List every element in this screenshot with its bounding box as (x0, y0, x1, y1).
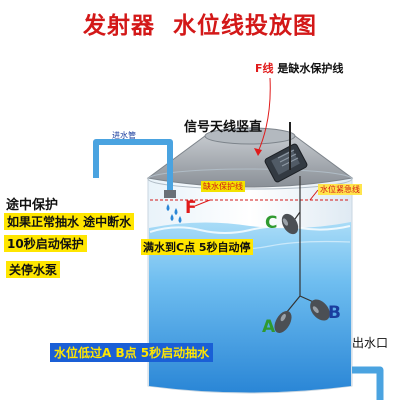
float-c (281, 213, 299, 235)
midway-protection-line3: 关停水泵 (6, 261, 61, 278)
f-line-note: F线 是缺水保护线 (255, 60, 343, 76)
point-c-label: C (265, 213, 278, 233)
float-b (310, 299, 330, 321)
outlet-pipe (352, 366, 384, 400)
diagram-title: 发射器 水位线投放图 (82, 13, 317, 39)
f-line-arrow (257, 77, 271, 153)
emergency-line-label: 水位紧急线 (318, 184, 362, 195)
point-b-label: B (328, 303, 341, 323)
f-line-prefix: F线 (255, 62, 274, 75)
f-line-text: 是缺水保护线 (277, 62, 344, 75)
inlet-pipe (93, 139, 173, 196)
low-water-note: 水位低过A B点 5秒启动抽水 (50, 343, 214, 362)
point-f-label: F (185, 198, 197, 218)
transmitter-device (264, 143, 308, 183)
midway-protection-line2: 10秒启动保护 (4, 235, 87, 252)
inlet-pipe-label: 进水管 (112, 131, 136, 140)
float-a (274, 311, 292, 333)
full-water-note: 满水到C点 5秒自动停 (141, 239, 253, 255)
midway-protection-heading: 途中保护 (6, 198, 59, 213)
low-water-line-label: 缺水保护线 (201, 181, 245, 192)
outlet-label: 出水口 (352, 336, 389, 350)
midway-protection-line1: 如果正常抽水 途中断水 (4, 213, 135, 230)
point-a-label: A (262, 317, 276, 337)
water-drops (166, 204, 182, 223)
antenna-label: 信号天线竖直 (184, 120, 263, 135)
